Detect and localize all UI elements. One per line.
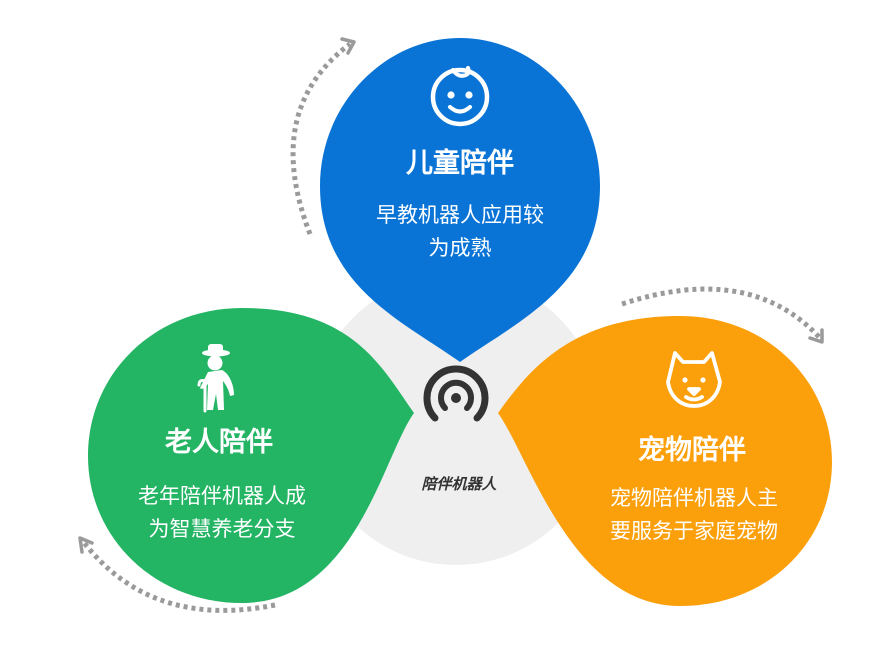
node-pet-desc-line2: 要服务于家庭宠物: [610, 519, 778, 543]
center-label: 陪伴机器人: [421, 475, 497, 493]
flow-arrow-left: [78, 536, 276, 613]
walking-cane-icon: [197, 379, 207, 413]
center-disc: [311, 275, 601, 565]
node-pet-title: 宠物陪伴: [638, 434, 746, 466]
node-elderly: 老人陪伴 老年陪伴机器人成 为智慧养老分支: [88, 308, 414, 603]
elderly-person-icon: [200, 344, 234, 410]
baby-face-icon: [430, 66, 490, 127]
node-child: 儿童陪伴 早教机器人应用较 为成熟: [320, 38, 600, 362]
dog-face-icon: [666, 351, 722, 408]
signal-icon: [423, 365, 489, 422]
node-pet-shape: [498, 316, 832, 606]
node-elderly-desc-line1: 老年陪伴机器人成: [138, 484, 306, 508]
node-pet-desc-line1: 宠物陪伴机器人主: [610, 486, 778, 510]
node-child-title: 儿童陪伴: [406, 147, 514, 179]
flow-arrow-right: [621, 286, 824, 344]
node-pet: 宠物陪伴 宠物陪伴机器人主 要服务于家庭宠物: [498, 316, 832, 606]
node-elderly-shape: [88, 308, 414, 603]
node-child-desc-line1: 早教机器人应用较: [376, 203, 544, 227]
node-child-desc-line2: 为成熟: [429, 236, 492, 260]
flow-arrow-top: [290, 37, 356, 235]
node-elderly-desc-line2: 为智慧养老分支: [149, 517, 296, 541]
node-child-shape: [320, 38, 600, 362]
node-elderly-title: 老人陪伴: [165, 426, 273, 458]
